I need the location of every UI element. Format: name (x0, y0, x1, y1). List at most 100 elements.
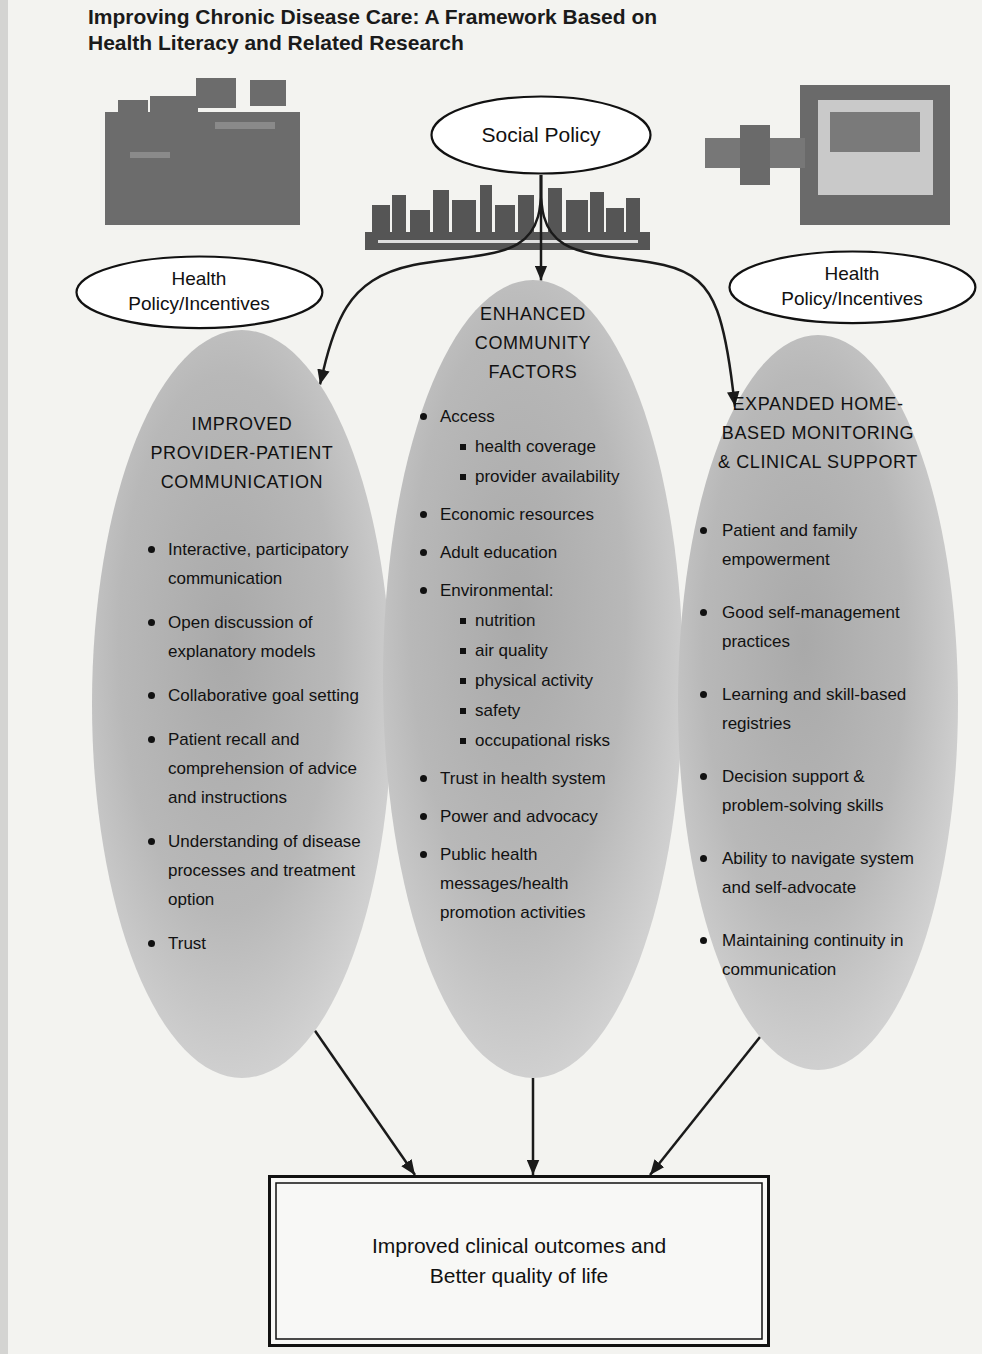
bullet-item: Interactive, participatory communication (168, 535, 382, 593)
bullet-item: Good self-management practices (722, 598, 936, 656)
ellipse-outline (729, 251, 975, 323)
bullet-text: Patient recall and comprehension of advi… (168, 725, 382, 812)
bullet-text: Learning and skill-based registries (722, 680, 936, 738)
skyline-tower (392, 195, 406, 235)
bullet-item: Open discussion of explanatory models (168, 608, 382, 666)
bullet-text: Interactive, participatory communication (168, 535, 382, 593)
node-outline (75, 255, 324, 330)
building-block (105, 112, 300, 225)
sub-bullet (460, 648, 466, 654)
bullet-text: Decision support & problem-solving skill… (722, 762, 936, 820)
sub-bullet (460, 618, 466, 624)
bullet-dot (148, 619, 155, 626)
bullet-text: Ability to navigate system and self-advo… (722, 844, 936, 902)
bullet-dot (700, 691, 707, 698)
heading-row: EXPANDED HOME-BASED MONITORING & CLINICA… (713, 390, 923, 477)
ellipse-fill (92, 330, 392, 1078)
bullet-item: Access (440, 402, 630, 431)
bullet-item: Environmental: (440, 576, 630, 605)
ellipse-fill (678, 335, 958, 1070)
bullet-dot (420, 587, 427, 594)
page-shadow (0, 0, 8, 1354)
bullet-dot (148, 692, 155, 699)
node-label: Health Policy/Incentives (766, 262, 938, 311)
bullet-dot (700, 937, 707, 944)
ellipse-outline (76, 256, 322, 328)
bullet-item: Understanding of disease processes and t… (168, 827, 382, 914)
bullet-text: Economic resources (440, 500, 630, 529)
bullet-dot (420, 813, 427, 820)
sub-bullet-text: safety (475, 696, 645, 725)
bullet-text: Open discussion of explanatory models (168, 608, 382, 666)
bullet-item: provider availability (475, 462, 645, 491)
bullet-item: occupational risks (475, 726, 645, 755)
bullet-dot (420, 549, 427, 556)
bullet-dot (148, 546, 155, 553)
section-heading: IMPROVED PROVIDER-PATIENT COMMUNICATION (137, 410, 347, 497)
bullet-dot (420, 851, 427, 858)
heading-row: ENHANCED COMMUNITY FACTORS (458, 300, 608, 387)
bullet-text: Power and advocacy (440, 802, 630, 831)
bullet-dot (700, 609, 707, 616)
skyline-windows (378, 240, 638, 243)
box-inner-border (276, 1183, 762, 1339)
skyline-illustration (365, 185, 650, 250)
bullet-item: Maintaining continuity in communication (722, 926, 936, 984)
bullet-dot (700, 773, 707, 780)
bullet-item: Ability to navigate system and self-advo… (722, 844, 936, 902)
diagram-title: Improving Chronic Disease Care: A Framew… (88, 4, 698, 56)
connector-arrow (650, 1037, 760, 1175)
skyline-tower (606, 208, 624, 235)
bullet-text: Good self-management practices (722, 598, 936, 656)
device-screen (818, 100, 933, 195)
device-illustration (705, 85, 950, 225)
device-body (800, 85, 950, 225)
skyline-tower (590, 192, 604, 235)
domain-ellipse: IMPROVED PROVIDER-PATIENT COMMUNICATION I… (92, 330, 392, 1078)
bullet-text: Patient and family empowerment (722, 516, 936, 574)
building-detail (215, 122, 275, 129)
building-block (150, 96, 198, 120)
skyline-tower (433, 190, 449, 235)
bullet-item: Adult education (440, 538, 630, 567)
ellipse-outline (432, 97, 651, 174)
policy-ellipse: Health Policy/Incentives (728, 250, 977, 325)
bullet-dot (420, 775, 427, 782)
outcome-box: Improved clinical outcomes and Better qu… (268, 1175, 770, 1347)
sub-bullet (460, 444, 466, 450)
sub-bullet-text: nutrition (475, 606, 645, 635)
text-column: EXPANDED HOME-BASED MONITORING & CLINICA… (678, 390, 958, 984)
device-detail (830, 112, 920, 152)
sub-bullet (460, 678, 466, 684)
sub-bullet-text: physical activity (475, 666, 645, 695)
sub-bullet (460, 708, 466, 714)
bullet-text: Public health messages/health promotion … (440, 840, 630, 927)
skyline-tower (480, 185, 492, 235)
sub-bullet-text: provider availability (475, 462, 645, 491)
bullet-item: Patient recall and comprehension of advi… (168, 725, 382, 812)
skyline-tower (566, 200, 588, 235)
skyline-tower (495, 205, 515, 235)
bullet-dot (700, 855, 707, 862)
ellipse-fill (383, 280, 683, 1078)
skyline-tower (410, 210, 430, 235)
bullet-text: Trust (168, 929, 382, 958)
bullet-item: safety (475, 696, 645, 725)
node-outline (728, 250, 977, 325)
bullet-text: Environmental: (440, 576, 630, 605)
bullet-item: Economic resources (440, 500, 630, 529)
bullet-item: Decision support & problem-solving skill… (722, 762, 936, 820)
box-outer-border (270, 1177, 769, 1346)
building-illustration (105, 78, 300, 225)
bullet-text: Adult education (440, 538, 630, 567)
bullet-dot (700, 527, 707, 534)
building-detail (130, 152, 170, 158)
bullet-dot (420, 511, 427, 518)
bullet-text: Access (440, 402, 630, 431)
bullet-dot (148, 940, 155, 947)
bullet-item: nutrition (475, 606, 645, 635)
node-outline (268, 1175, 770, 1347)
building-block (196, 78, 236, 108)
building-block (250, 80, 286, 106)
connector-arrow (315, 1031, 415, 1175)
